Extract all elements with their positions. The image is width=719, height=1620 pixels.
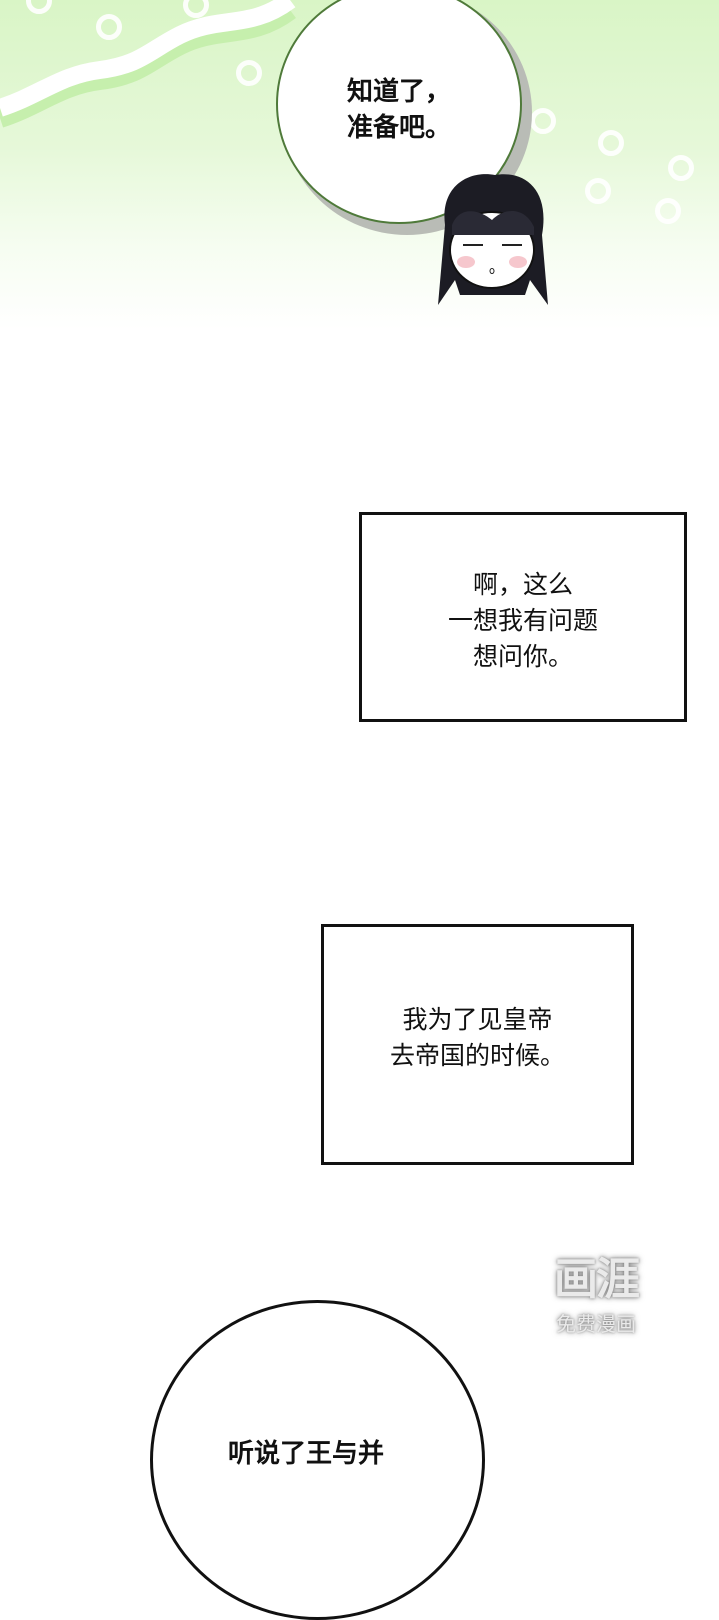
caption-line: 想问你。 <box>472 642 573 671</box>
bubble-ring-decoration <box>96 14 122 40</box>
bubble-ring-decoration <box>585 178 611 204</box>
caption-text: 我为了见皇帝 去帝国的时候。 <box>324 1002 631 1074</box>
top-panel: 知道了， 准备吧。 <box>0 0 719 330</box>
caption-line: 我为了见皇帝 <box>402 1005 553 1034</box>
bubble-ring-decoration <box>668 155 694 181</box>
caption-box: 啊，这么 一想我有问题 想问你。 <box>359 512 687 722</box>
caption-line: 去帝国的时候。 <box>389 1041 565 1070</box>
bubble-ring-decoration <box>236 60 262 86</box>
speech-line: 准备吧。 <box>346 113 451 143</box>
caption-line: 啊，这么 <box>472 570 573 599</box>
bubble-ring-decoration <box>598 130 624 156</box>
watermark-subtitle: 免费漫画 <box>556 1312 636 1336</box>
bubble-ring-decoration <box>183 0 209 18</box>
speech-line: 知道了， <box>346 77 451 107</box>
character-chibi-head-icon <box>438 174 548 305</box>
bubble-ring-decoration <box>530 108 556 134</box>
bubble-ring-decoration <box>655 198 681 224</box>
caption-box: 我为了见皇帝 去帝国的时候。 <box>321 924 634 1165</box>
wave-decoration <box>0 0 296 128</box>
watermark-logo: 画涯 <box>554 1254 640 1305</box>
bubble-ring-decoration <box>26 0 52 14</box>
caption-line: 一想我有问题 <box>447 606 598 635</box>
watermark: 画涯 免费漫画 <box>536 1255 656 1337</box>
caption-text: 啊，这么 一想我有问题 想问你。 <box>362 567 684 675</box>
speech-bubble-bottom: 听说了王与并 <box>150 1300 485 1620</box>
speech-bubble-text-partial: 听说了王与并 <box>228 1439 385 1469</box>
speech-bubble-text: 知道了， 准备吧。 <box>278 74 520 146</box>
